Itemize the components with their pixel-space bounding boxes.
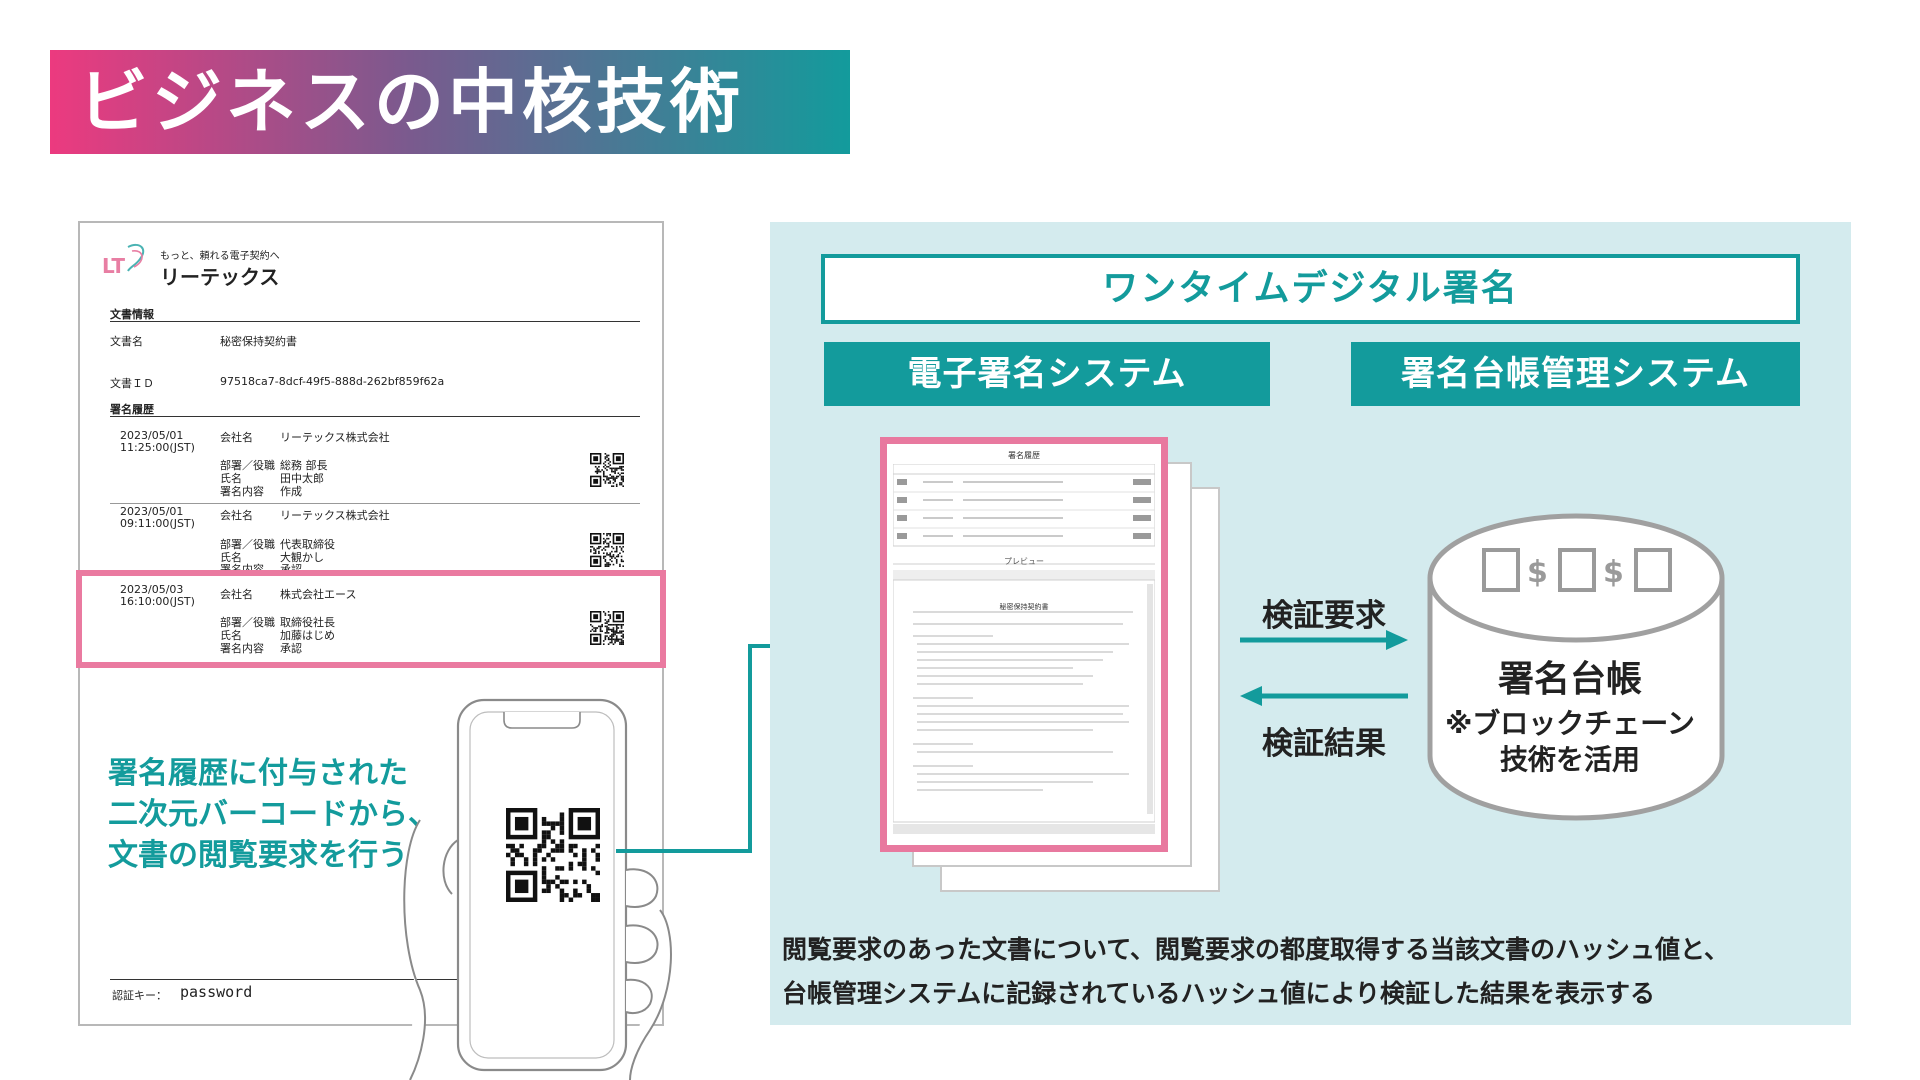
logo-letters: LT: [102, 254, 125, 278]
doc-id-label: 文書ＩＤ: [110, 377, 154, 390]
qr-caption: 署名履歴に付与された 二次元バーコードから、 文書の閲覧要求を行う: [108, 753, 468, 876]
doc-id-value: 97518ca7-8dcf-49f5-888d-262bf859f62a: [220, 375, 445, 388]
ledger-title: 署名台帳: [1497, 659, 1642, 700]
preview-doc-title: 秘密保持契約書: [999, 603, 1049, 611]
history-content-label: 署名内容: [220, 485, 264, 498]
history-dept: 取締役社長: [280, 616, 335, 629]
preview-label: プレビュー: [1004, 557, 1044, 566]
history-dept: 代表取締役: [280, 538, 335, 551]
preview-content: [893, 464, 1155, 834]
history-company-label: 会社名: [220, 431, 253, 444]
svg-text:$: $: [1527, 555, 1548, 590]
history-name-label: 氏名: [220, 629, 242, 642]
logo-tagline: もっと、頼れる電子契約へ: [160, 251, 280, 262]
highlight-signature-entry: [76, 570, 666, 668]
history-company-label: 会社名: [220, 588, 253, 601]
section-doc-info: 文書情報: [110, 308, 154, 321]
history-dept: 総務 部長: [280, 459, 328, 472]
ledger-system-label: 署名台帳管理システム: [1351, 342, 1800, 406]
history-time: 11:25:00(JST): [120, 441, 195, 454]
history-company: 株式会社エース: [280, 588, 357, 601]
divider: [110, 321, 640, 322]
one-time-signature-label: ワンタイムデジタル署名: [1102, 268, 1519, 309]
history-content-label: 署名内容: [220, 642, 264, 655]
history-name: 大観かし: [280, 551, 324, 564]
history-content: 承認: [280, 642, 302, 655]
verify-arrows: [1240, 630, 1408, 706]
qr-caption-line: 文書の閲覧要求を行う: [108, 838, 408, 873]
preview-page: 署名履歴: [880, 437, 1168, 852]
ledger-database-icon: $ $: [1427, 513, 1725, 821]
qr-code-icon[interactable]: [590, 611, 624, 645]
history-company: リーテックス株式会社: [280, 431, 390, 444]
qr-code-icon[interactable]: [590, 453, 624, 487]
divider: [110, 979, 480, 980]
section-history: 署名履歴: [110, 403, 154, 416]
logo-brand: リーテックス: [160, 265, 280, 289]
auth-key-label: 認証キー：: [112, 989, 167, 1002]
leetex-logo-icon: LT: [102, 243, 145, 278]
ledger-note-line: 技術を活用: [1499, 743, 1640, 776]
chain-link-icon: $ $: [1527, 555, 1624, 590]
history-dept-label: 部署／役職: [220, 616, 275, 629]
qr-caption-line: 二次元バーコードから、: [108, 797, 438, 832]
divider: [110, 503, 640, 504]
title-banner: [50, 50, 850, 154]
history-dept-label: 部署／役職: [220, 459, 275, 472]
history-name: 田中太郎: [280, 472, 324, 485]
doc-name-value: 秘密保持契約書: [220, 335, 297, 348]
history-date: 2023/05/01: [120, 429, 184, 442]
qr-code-icon[interactable]: [590, 533, 624, 567]
history-date: 2023/05/01: [120, 505, 184, 518]
history-company-label: 会社名: [220, 509, 253, 522]
history-date: 2023/05/03: [120, 583, 184, 596]
history-name-label: 氏名: [220, 472, 242, 485]
description-line: 台帳管理システムに記録されているハッシュ値により検証した結果を表示する: [782, 979, 1656, 1008]
history-time: 09:11:00(JST): [120, 517, 195, 530]
auth-key-value: password: [180, 983, 253, 1001]
verify-result-label: 検証結果: [1262, 726, 1386, 762]
bottom-description: 閲覧要求のあった文書について、閲覧要求の都度取得する当該文書のハッシュ値と、 台…: [782, 928, 1842, 1016]
doc-name-label: 文書名: [110, 335, 143, 348]
qr-caption-line: 署名履歴に付与された: [108, 756, 408, 791]
e-signature-system-label: 電子署名システム: [824, 342, 1270, 406]
history-company: リーテックス株式会社: [280, 509, 390, 522]
one-time-signature-box: [821, 254, 1800, 324]
document-sheet: LT もっと、頼れる電子契約へ リーテックス 文書情報 文書名 秘密保持契約書 …: [78, 221, 664, 1026]
history-dept-label: 部署／役職: [220, 538, 275, 551]
page-title: ビジネスの中核技術: [78, 61, 744, 143]
svg-text:$: $: [1603, 555, 1624, 590]
description-line: 閲覧要求のあった文書について、閲覧要求の都度取得する当該文書のハッシュ値と、: [782, 935, 1730, 964]
history-name: 加藤はじめ: [280, 629, 335, 642]
history-content: 作成: [280, 485, 302, 498]
ledger-note-line: ※ブロックチェーン: [1445, 707, 1695, 740]
qr-code-large-icon[interactable]: [506, 808, 600, 902]
preview-header: 署名履歴: [1008, 451, 1040, 460]
history-time: 16:10:00(JST): [120, 595, 195, 608]
ledger-note: ※ブロックチェーン 技術を活用: [1420, 706, 1720, 778]
divider: [110, 416, 640, 417]
history-name-label: 氏名: [220, 551, 242, 564]
verify-request-label: 検証要求: [1262, 598, 1386, 634]
